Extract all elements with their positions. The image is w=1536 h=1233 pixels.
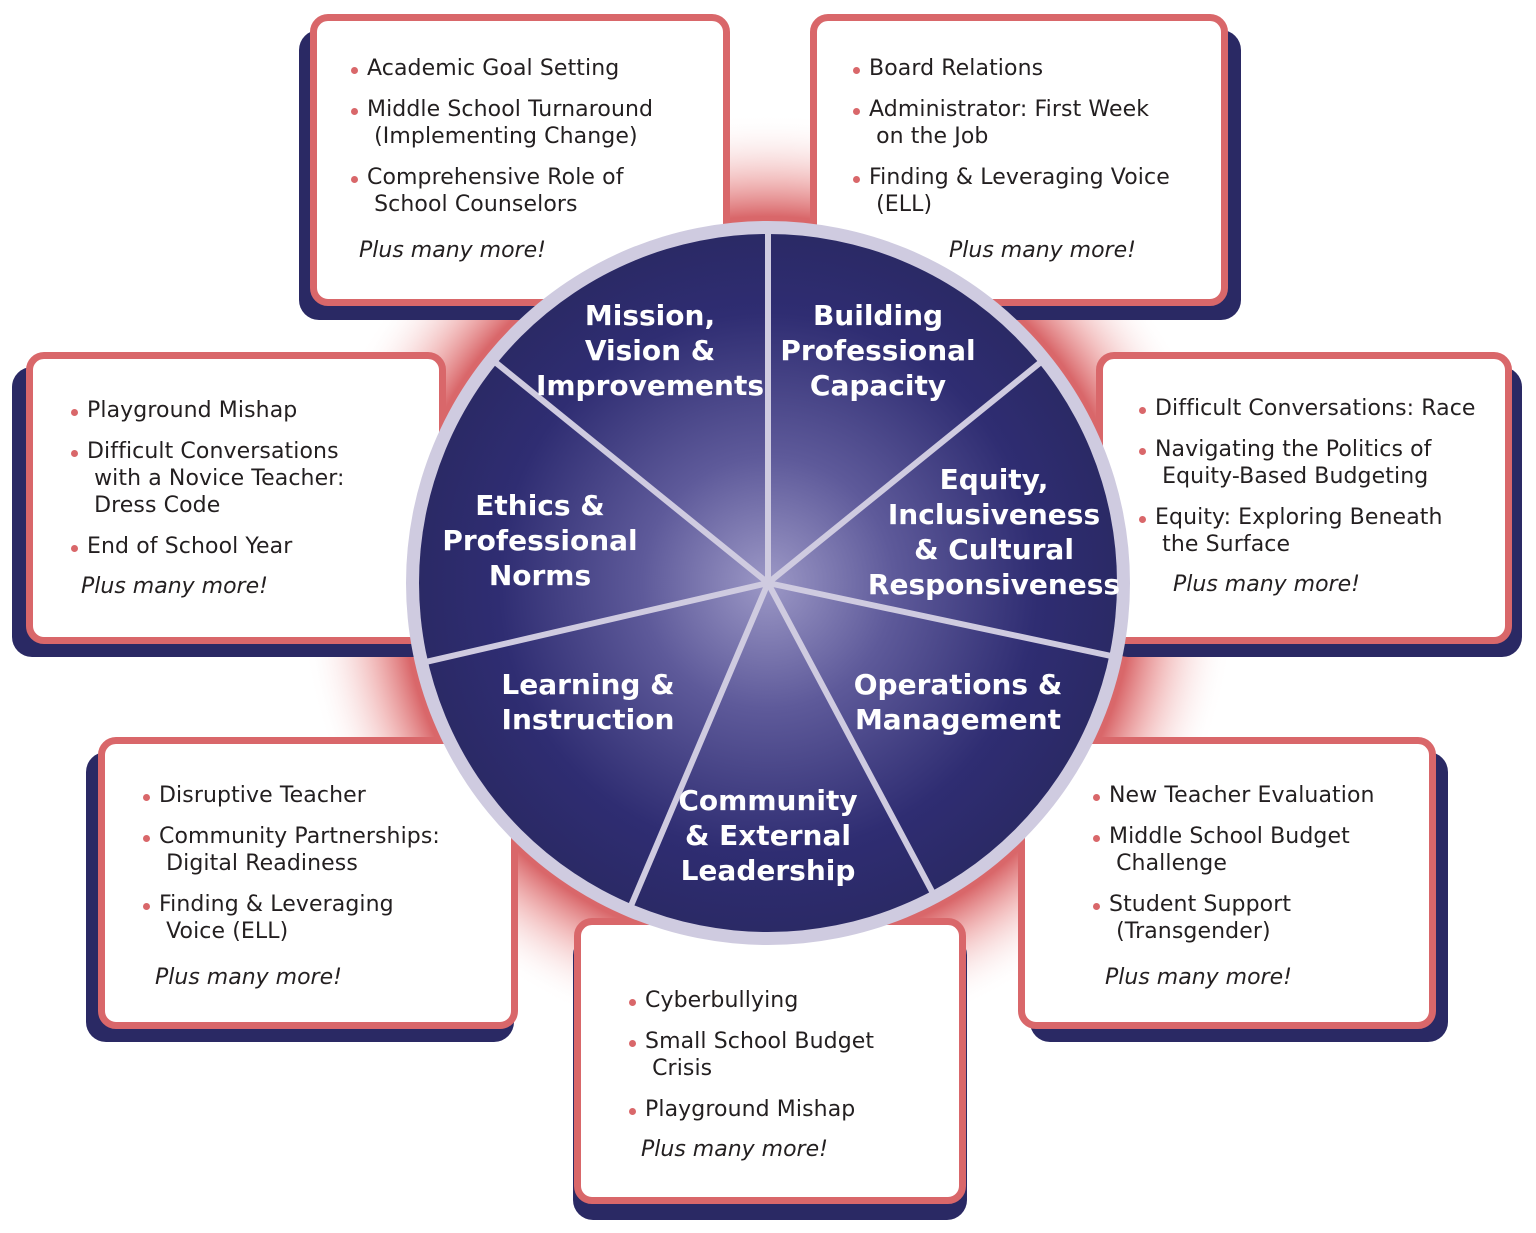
topic-item: Administrator: First Week on the Job bbox=[853, 96, 1221, 150]
wheel-spoke bbox=[766, 360, 1042, 586]
bullet-dot bbox=[71, 409, 78, 416]
topic-text: Playground Mishap bbox=[645, 1097, 856, 1122]
topic-item: Navigating the Politics of Equity-Based … bbox=[1139, 436, 1505, 490]
wheel-spoke bbox=[628, 581, 771, 907]
topic-item: Difficult Conversations: Race bbox=[1139, 395, 1505, 422]
topic-item: Middle School Turnaround (Implementing C… bbox=[351, 96, 723, 150]
bullet-dot bbox=[71, 545, 78, 552]
segment-label-learning: Learning & Instruction bbox=[501, 668, 675, 736]
topic-item: Academic Goal Setting bbox=[351, 55, 723, 82]
bullet-dot bbox=[1139, 516, 1146, 523]
plus-more-building: Plus many more! bbox=[949, 238, 1136, 263]
plus-more-equity: Plus many more! bbox=[1173, 572, 1360, 597]
topic-text: Finding & Leveraging Voice (ELL) bbox=[159, 892, 394, 944]
bullet-dot bbox=[351, 67, 358, 74]
segment-label-mission: Mission, Vision & Improvements bbox=[535, 299, 765, 402]
bullet-dot bbox=[629, 1040, 636, 1047]
wheel-spoke bbox=[765, 581, 935, 894]
plus-more-ethics: Plus many more! bbox=[81, 574, 268, 599]
bullet-dot bbox=[143, 794, 150, 801]
plus-more-operations: Plus many more! bbox=[1105, 965, 1292, 990]
bullet-dot bbox=[853, 67, 860, 74]
bullet-dot bbox=[1093, 794, 1100, 801]
wheel-spoke bbox=[767, 580, 1111, 659]
topic-text: Student Support (Transgender) bbox=[1109, 892, 1292, 944]
topic-text: Middle School Budget Challenge bbox=[1109, 824, 1350, 876]
topic-item: End of School Year bbox=[71, 533, 439, 560]
topic-text: Board Relations bbox=[869, 56, 1044, 81]
segment-label-building: Building Professional Capacity bbox=[780, 299, 976, 402]
topic-text: Middle School Turnaround (Implementing C… bbox=[367, 97, 654, 149]
bullet-dot bbox=[853, 108, 860, 115]
topic-text: New Teacher Evaluation bbox=[1109, 783, 1375, 808]
topic-text: Cyberbullying bbox=[645, 988, 799, 1013]
topic-item: Comprehensive Role of School Counselors bbox=[351, 164, 723, 218]
segment-label-operations: Operations & Management bbox=[853, 668, 1063, 736]
topic-item: Difficult Conversations with a Novice Te… bbox=[71, 438, 439, 519]
plus-more-learning: Plus many more! bbox=[155, 965, 342, 990]
segment-label-ethics: Ethics & Professional Norms bbox=[442, 489, 638, 592]
plus-more-community: Plus many more! bbox=[641, 1137, 828, 1162]
segment-label-equity: Equity, Inclusiveness & Cultural Respons… bbox=[867, 463, 1121, 601]
topic-item: Equity: Exploring Beneath the Surface bbox=[1139, 504, 1505, 558]
bullet-dot bbox=[1139, 407, 1146, 414]
topic-item: Finding & Leveraging Voice (ELL) bbox=[853, 164, 1221, 218]
wheel-spokes bbox=[426, 233, 1111, 907]
bullet-dot bbox=[1093, 903, 1100, 910]
topic-item: Disruptive Teacher bbox=[143, 782, 511, 809]
topic-text: Difficult Conversations: Race bbox=[1155, 396, 1476, 421]
bullet-dot bbox=[1093, 835, 1100, 842]
topic-text: Difficult Conversations with a Novice Te… bbox=[87, 439, 345, 518]
topic-text: Playground Mishap bbox=[87, 398, 298, 423]
topic-text: Comprehensive Role of School Counselors bbox=[367, 165, 624, 217]
topic-item: Board Relations bbox=[853, 55, 1221, 82]
bullet-dot bbox=[351, 176, 358, 183]
topic-item: Playground Mishap bbox=[71, 397, 439, 424]
topic-text: Administrator: First Week on the Job bbox=[869, 97, 1150, 149]
topic-item: New Teacher Evaluation bbox=[1093, 782, 1429, 809]
plus-more-mission: Plus many more! bbox=[359, 238, 546, 263]
topic-text: Small School Budget Crisis bbox=[645, 1029, 875, 1081]
bullet-dot bbox=[629, 1108, 636, 1115]
topic-text: End of School Year bbox=[87, 534, 293, 559]
segment-label-community: Community & External Leadership bbox=[678, 784, 858, 887]
bullet-dot bbox=[1139, 448, 1146, 455]
bullet-dot bbox=[351, 108, 358, 115]
topic-item: Playground Mishap bbox=[629, 1096, 959, 1123]
bullet-dot bbox=[71, 450, 78, 457]
topic-item: Finding & Leveraging Voice (ELL) bbox=[143, 891, 511, 945]
topic-text: Disruptive Teacher bbox=[159, 783, 366, 808]
topic-item: Small School Budget Crisis bbox=[629, 1028, 959, 1082]
bullet-dot bbox=[629, 999, 636, 1006]
topic-item: Community Partnerships: Digital Readines… bbox=[143, 823, 511, 877]
topic-text: Navigating the Politics of Equity-Based … bbox=[1155, 437, 1432, 489]
wheel-spoke bbox=[426, 580, 769, 665]
topic-item: Cyberbullying bbox=[629, 987, 959, 1014]
topic-item: Student Support (Transgender) bbox=[1093, 891, 1429, 945]
topic-text: Equity: Exploring Beneath the Surface bbox=[1155, 505, 1443, 557]
topic-item: Middle School Budget Challenge bbox=[1093, 823, 1429, 877]
bullet-dot bbox=[853, 176, 860, 183]
topic-text: Finding & Leveraging Voice (ELL) bbox=[869, 165, 1170, 217]
topic-text: Community Partnerships: Digital Readines… bbox=[159, 824, 440, 876]
wheel-spoke bbox=[494, 360, 770, 586]
bullet-dot bbox=[143, 835, 150, 842]
topic-text: Academic Goal Setting bbox=[367, 56, 620, 81]
bullet-dot bbox=[143, 903, 150, 910]
